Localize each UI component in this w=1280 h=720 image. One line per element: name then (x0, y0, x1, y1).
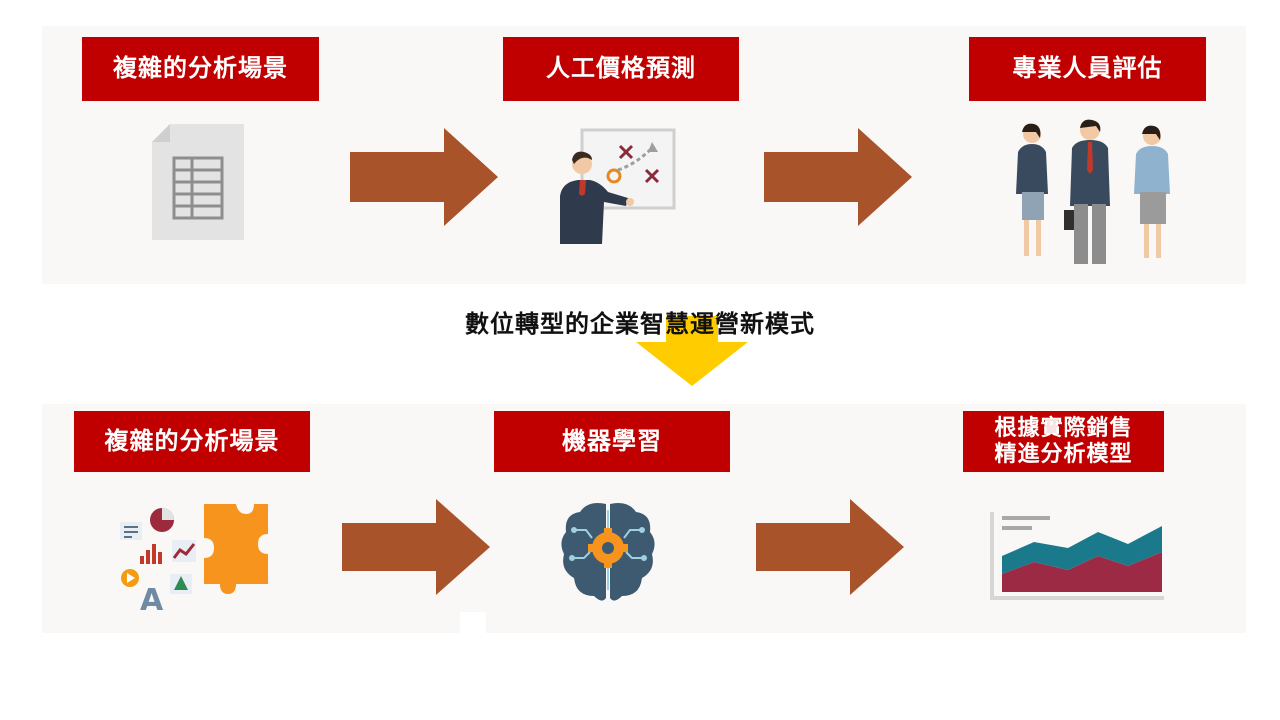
professionals-group-icon (1016, 119, 1170, 264)
bottom-step1-label: 複雜的分析場景 (74, 411, 310, 472)
top-arrow-2 (764, 128, 912, 226)
top-step2-label: 人工價格預測 (503, 37, 739, 101)
data-puzzle-icon: A (120, 504, 268, 614)
bottom-step3-label: 根據實際銷售 精進分析模型 (963, 411, 1164, 472)
top-arrow-1 (350, 128, 498, 226)
svg-text:A: A (140, 583, 164, 614)
top-step1-label: 複雜的分析場景 (82, 37, 319, 101)
area-chart-icon (990, 512, 1164, 600)
bottom-arrow-1 (342, 499, 490, 595)
spreadsheet-icon (152, 124, 244, 240)
blank-patch (460, 612, 486, 636)
brain-gear-icon (561, 503, 655, 601)
center-title: 數位轉型的企業智慧運營新模式 (465, 310, 815, 338)
bottom-step2-label: 機器學習 (494, 411, 730, 472)
down-arrow (636, 316, 748, 386)
presenter-whiteboard-icon (560, 128, 676, 244)
top-step3-label: 專業人員評估 (969, 37, 1206, 101)
bottom-arrow-2 (756, 499, 904, 595)
